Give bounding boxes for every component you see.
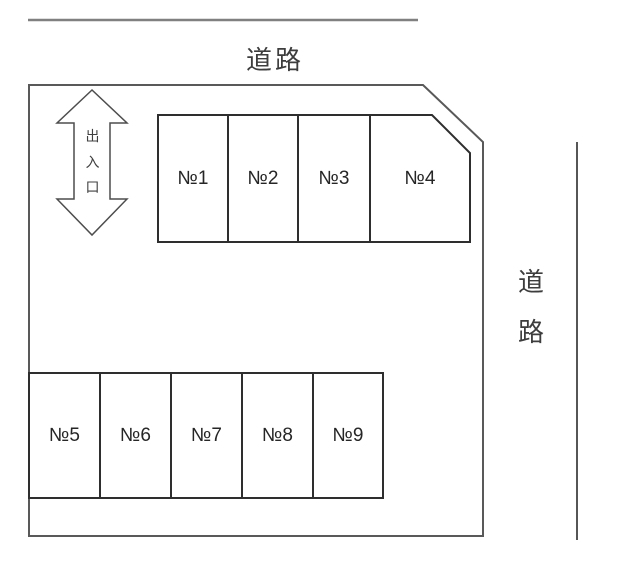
entrance-label: 出 入 口 [82,124,103,201]
stall-5-box [28,372,101,499]
entrance-label-char-3: 口 [85,179,100,195]
stall-6-box [99,372,172,499]
entrance-arrow [55,88,129,237]
stall-1-box [157,114,229,243]
stall-8-box [241,372,314,499]
stall-9-box [312,372,384,499]
road-label-right-char-1: 道 [517,267,544,297]
stall-7-box [170,372,243,499]
road-label-right: 道 路 [514,257,548,357]
road-label-top: 道路 [245,45,304,75]
entrance-label-char-2: 入 [85,153,100,170]
road-label-right-char-2: 路 [517,317,544,347]
stall-2-box [227,114,299,243]
entrance-label-char-1: 出 [85,128,100,144]
stall-3-box [297,114,371,243]
stall-4-box [369,114,471,243]
